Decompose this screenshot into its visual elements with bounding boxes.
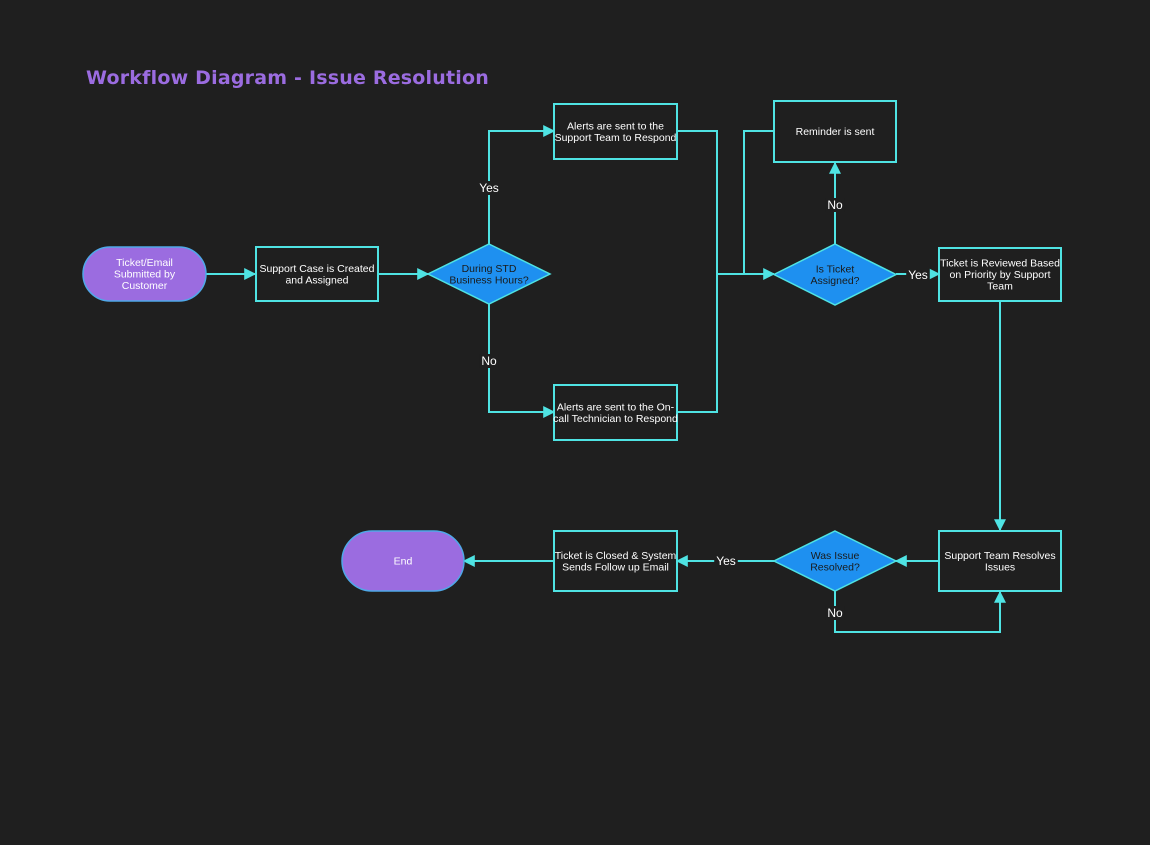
edge-label-background [714,554,738,568]
edge-label-background [477,181,501,195]
edge-label-assigned-no: No [827,198,843,212]
process-box [938,247,1062,302]
node-label-line: During STD [462,263,517,275]
edge-label-assigned-yes: Yes [908,268,928,282]
node-label-line: Resolved? [810,561,860,573]
edge-alert-oncall-to-merge [677,274,718,413]
node-end: End [341,530,465,592]
node-label-line: Support Team to Respond [555,132,677,144]
node-label-line: Ticket is Closed & System [555,550,677,562]
process-box [553,530,678,592]
edge-alert-support-to-merge [677,130,718,274]
terminal-pill [341,530,465,592]
terminal-pill [82,246,207,302]
process-box [938,530,1062,592]
node-label-line: Team [987,281,1013,293]
edge-label-background [479,354,499,368]
edge-label-resolved-no: No [827,606,843,620]
node-label-line: on Priority by Support [950,269,1051,281]
decision-diamond [772,530,898,592]
node-label-line: Assigned? [810,275,859,287]
node-label-line: Support Team Resolves [944,550,1055,562]
node-label-line: Issues [985,561,1015,573]
edge-label-background [906,268,930,282]
edge-std-yes-to-alert-support [488,125,556,244]
node-alert-oncall: Alerts are sent to the On-call Technicia… [553,384,678,441]
node-label-line: and Assigned [285,274,348,286]
decision-diamond [426,243,552,305]
edge-label-background [825,198,845,212]
edge-label-resolved-yes: Yes [716,554,736,568]
node-label-line: Business Hours? [449,274,529,286]
edge-resolved-no-to-resolves [834,590,1006,633]
node-label-line: Alerts are sent to the [567,120,664,132]
process-box [553,384,678,441]
edge-label-background [825,606,845,620]
node-label-line: Ticket is Reviewed Based [940,258,1060,270]
node-label-line: Ticket/Email [116,257,173,269]
node-label-line: Customer [122,280,168,292]
edge-label-std-no: No [481,354,497,368]
node-label-line: Submitted by [114,269,176,281]
process-box [773,100,897,163]
node-label-line: Sends Follow up Email [562,561,669,573]
edge-std-no-to-alert-oncall [488,304,556,418]
process-box [255,246,379,302]
process-box [553,103,678,160]
node-label-line: End [394,556,413,568]
node-label-line: Alerts are sent to the On- [557,401,675,413]
node-label-line: Is Ticket [816,263,855,275]
node-label-line: Reminder is sent [796,126,875,138]
edge-reminder-to-merge [743,130,774,274]
node-label-line: call Technician to Respond [553,413,678,425]
edge-labels: Yes No No Yes Yes No [477,181,930,620]
diagram-title: Workflow Diagram - Issue Resolution [86,67,489,89]
node-label-line: Was Issue [811,550,860,562]
node-label-line: Support Case is Created [260,263,375,275]
decision-diamond [772,243,898,306]
edge-label-std-yes: Yes [479,181,499,195]
node-reminder: Reminder is sent [773,100,897,163]
